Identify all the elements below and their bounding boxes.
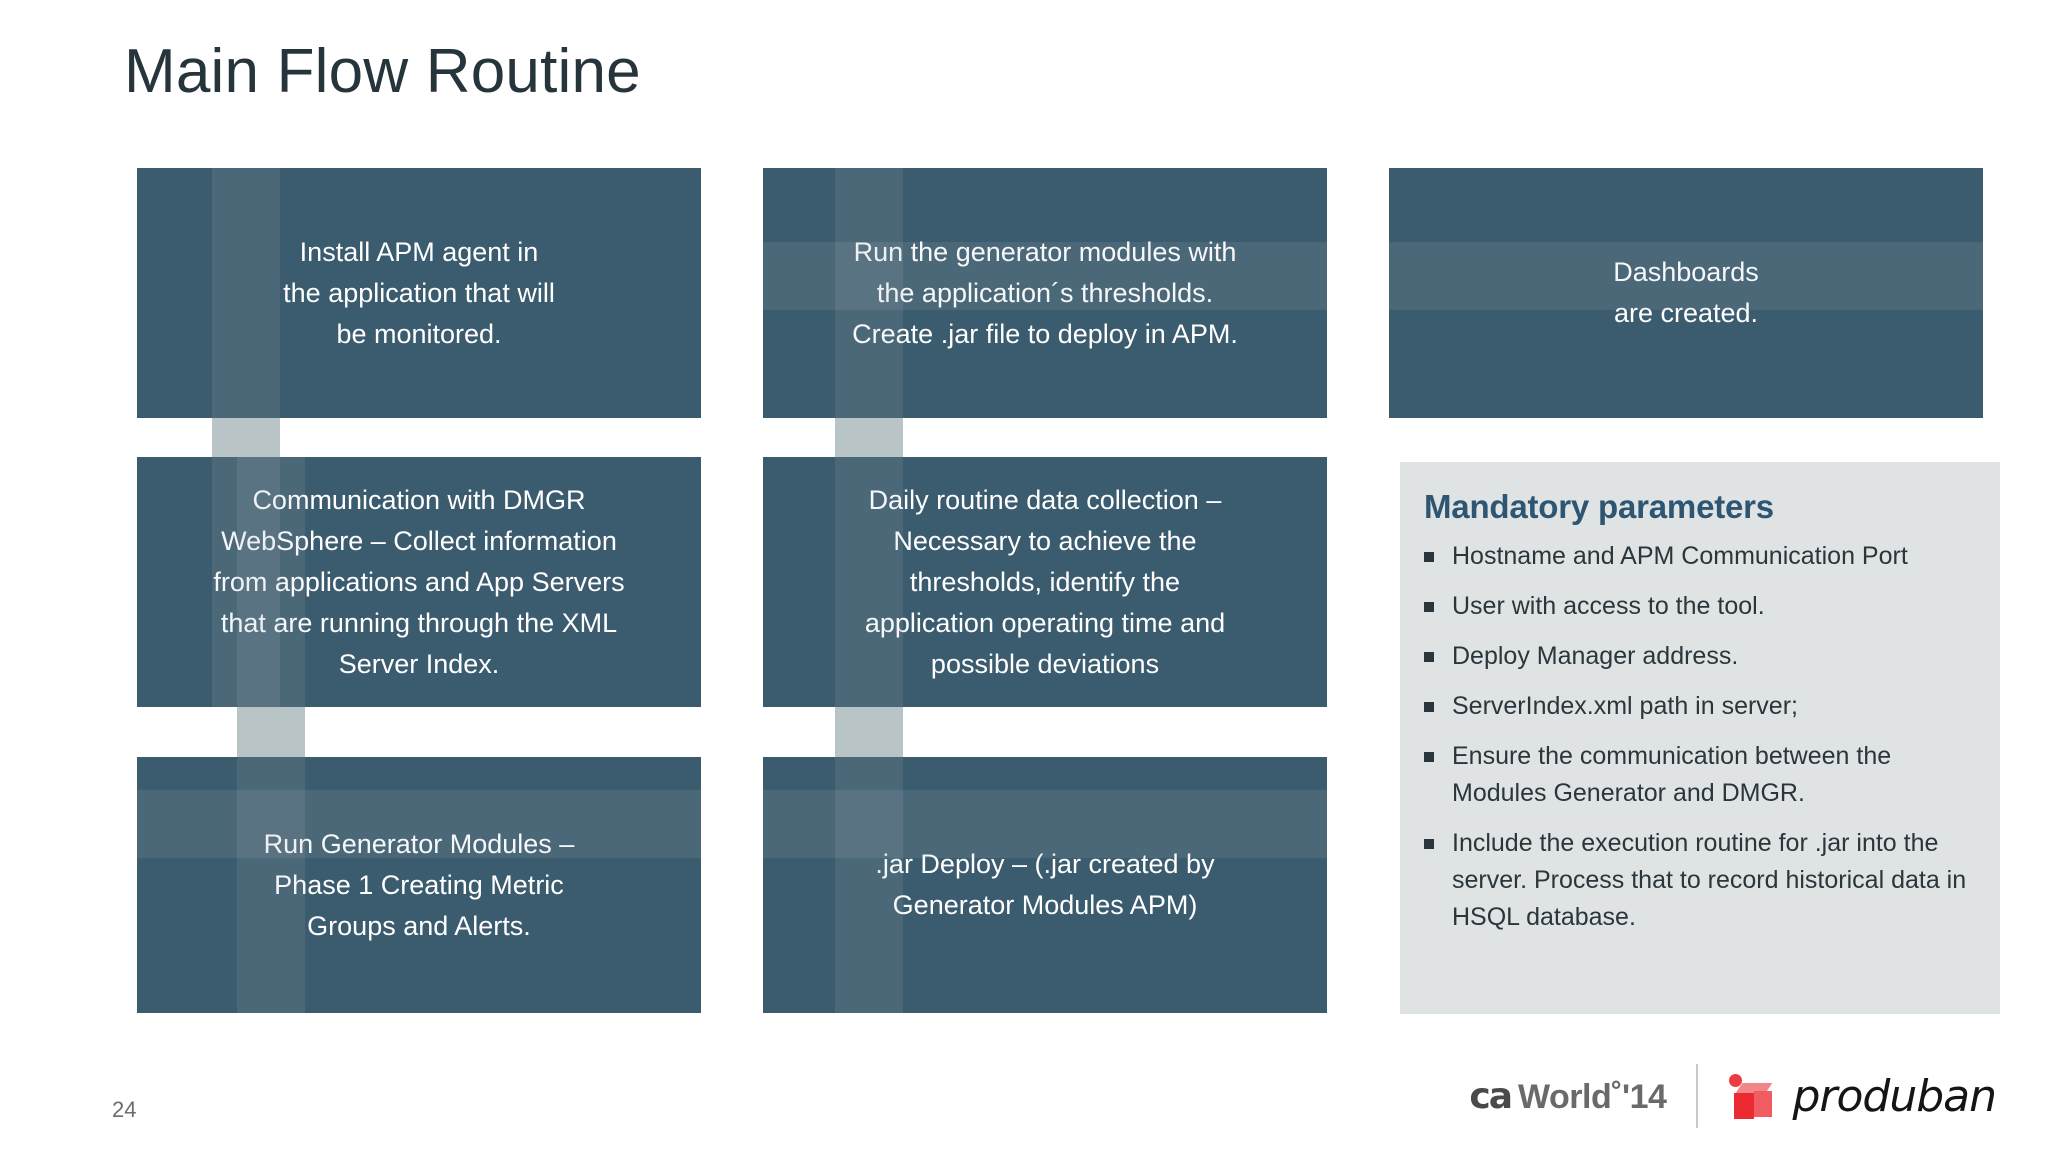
cube-dot-icon [1729, 1074, 1743, 1087]
flow-box-text: Run the generator modules with the appli… [852, 236, 1238, 349]
square-bullet-icon [1424, 652, 1434, 662]
mandatory-parameters-list: Hostname and APM Communication Port User… [1422, 538, 1972, 936]
list-item-label: Include the execution routine for .jar i… [1452, 829, 1967, 931]
list-item: Deploy Manager address. [1422, 638, 1972, 675]
flow-box-communication-dmgr-websphere[interactable]: Communication with DMGR WebSphere – Coll… [137, 457, 701, 707]
flow-box-text: Run Generator Modules – Phase 1 Creating… [263, 828, 575, 941]
flow-box-text: Dashboards are created. [1613, 257, 1759, 328]
produban-logo: produban [1698, 1069, 1997, 1123]
page-number: 24 [112, 1097, 137, 1122]
page-title: Main Flow Routine [124, 37, 641, 106]
flow-box-run-generator-modules-thresholds[interactable]: Run the generator modules with the appli… [763, 168, 1327, 418]
cube-face-right [1754, 1091, 1773, 1117]
list-item: ServerIndex.xml path in server; [1422, 688, 1972, 725]
list-item-label: ServerIndex.xml path in server; [1452, 692, 1798, 720]
flow-box-text: Communication with DMGR WebSphere – Coll… [213, 484, 625, 679]
square-bullet-icon [1424, 702, 1434, 712]
list-item-label: Hostname and APM Communication Port [1452, 542, 1908, 570]
ca-logo-mark: ca [1469, 1075, 1513, 1117]
square-bullet-icon [1424, 839, 1434, 849]
mandatory-parameters-title: Mandatory parameters [1424, 488, 1774, 525]
flow-box-install-apm-agent[interactable]: Install APM agent in the application tha… [137, 168, 701, 418]
list-item: Include the execution routine for .jar i… [1422, 825, 1972, 936]
list-item: Ensure the communication between the Mod… [1422, 738, 1972, 812]
square-bullet-icon [1424, 602, 1434, 612]
list-item: Hostname and APM Communication Port [1422, 538, 1972, 575]
list-item-label: Deploy Manager address. [1452, 642, 1739, 670]
list-item: User with access to the tool. [1422, 588, 1972, 625]
flow-box-daily-routine-data-collection[interactable]: Daily routine data collection – Necessar… [763, 457, 1327, 707]
flow-box-jar-deploy[interactable]: .jar Deploy – (.jar created by Generator… [763, 757, 1327, 1013]
flow-box-text: .jar Deploy – (.jar created by Generator… [875, 849, 1215, 920]
flow-box-dashboards-created[interactable]: Dashboards are created. [1389, 168, 1983, 418]
list-item-label: Ensure the communication between the Mod… [1452, 742, 1892, 807]
ca-world-label: World˚'14 [1518, 1077, 1667, 1116]
flow-box-text: Daily routine data collection – Necessar… [864, 484, 1226, 679]
cube-icon [1728, 1069, 1782, 1123]
flow-box-text: Install APM agent in the application tha… [283, 236, 555, 349]
logo-divider [1696, 1064, 1699, 1128]
square-bullet-icon [1424, 552, 1434, 562]
ca-world-logo: ca World˚'14 [1469, 1076, 1696, 1117]
cube-face-left [1734, 1093, 1755, 1119]
footer-logos: ca World˚'14 produban [1469, 1058, 1997, 1134]
list-item-label: User with access to the tool. [1452, 592, 1765, 620]
produban-label: produban [1792, 1070, 1997, 1122]
flow-box-run-generator-modules-phase1[interactable]: Run Generator Modules – Phase 1 Creating… [137, 757, 701, 1013]
mandatory-parameters-panel: Mandatory parameters Hostname and APM Co… [1400, 462, 2000, 1014]
square-bullet-icon [1424, 752, 1434, 762]
